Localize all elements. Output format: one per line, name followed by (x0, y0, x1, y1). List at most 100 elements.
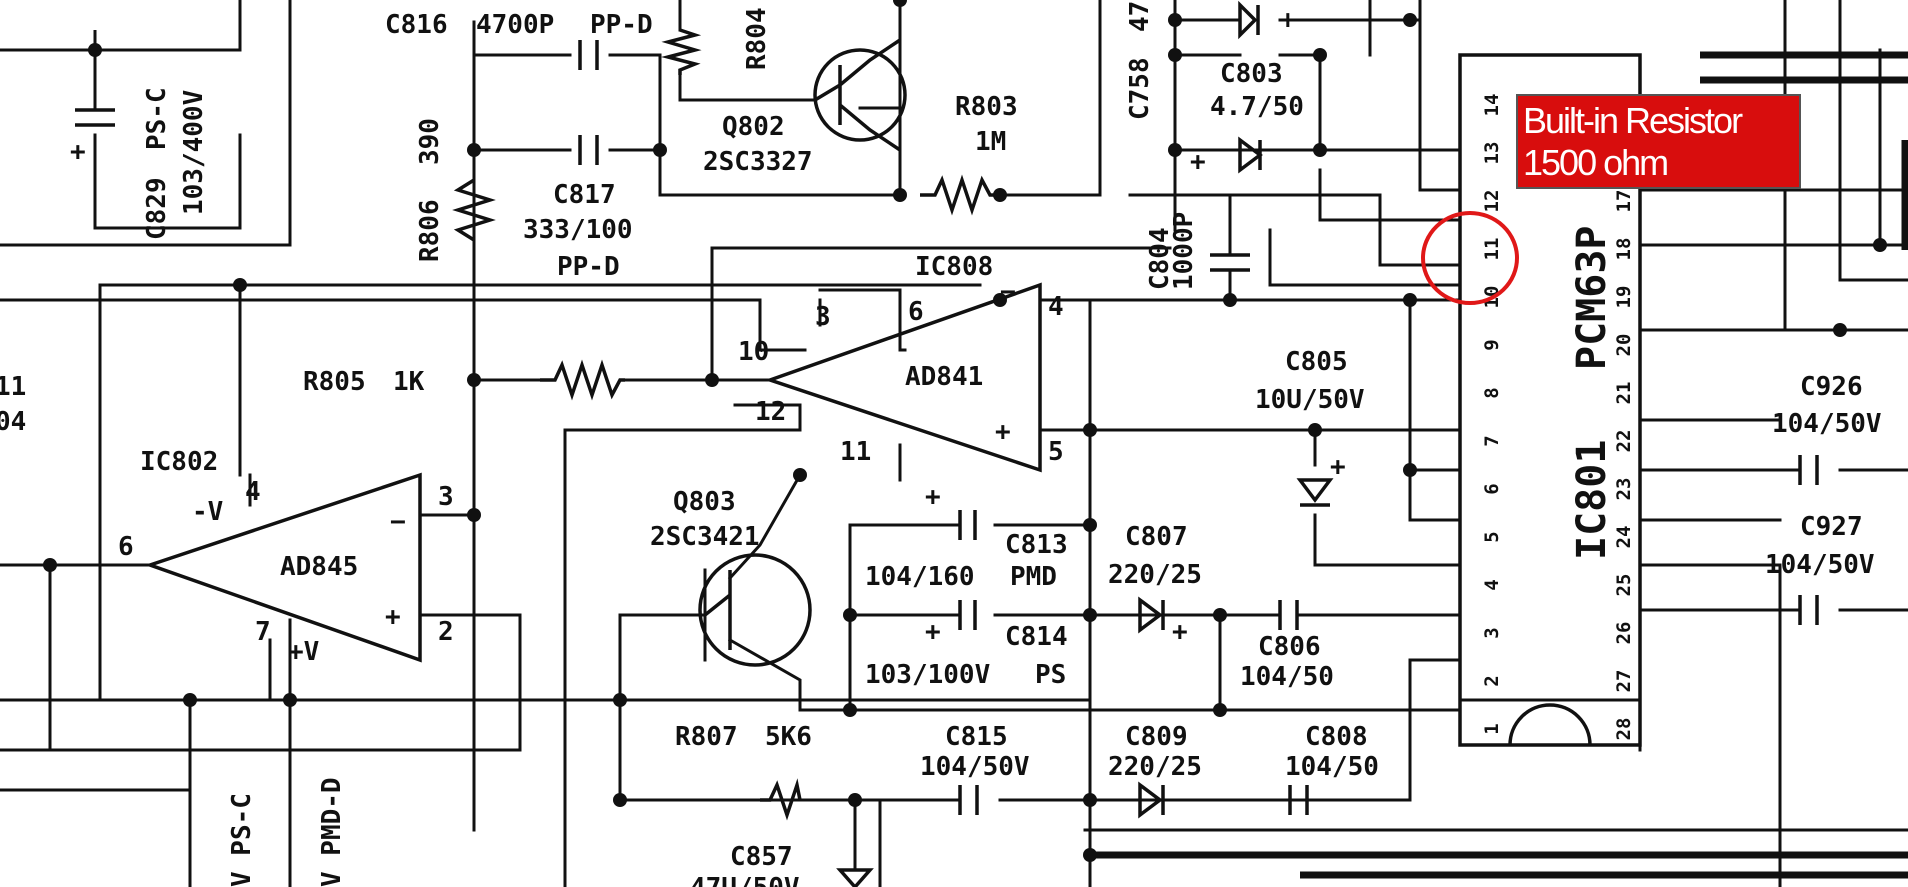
label-c805: C805 (1285, 347, 1348, 377)
ic801-pin-19: 19 (1613, 286, 1635, 309)
annotation-circle (1421, 211, 1519, 305)
annotation-callout: Built-in Resistor 1500 ohm (1421, 94, 1801, 305)
label-c803-value: 4.7/50 (1210, 92, 1304, 122)
label-r805: R805 (303, 367, 366, 397)
label-r803-value: 1M (975, 127, 1006, 157)
capacitor-c806 (1278, 600, 1299, 630)
label-c829: C829 (142, 177, 172, 240)
label-c816: C816 (385, 10, 448, 40)
label-c817-type: PP-D (557, 252, 620, 282)
capacitor-c857 (836, 798, 874, 887)
label-c809-value: 220/25 (1108, 752, 1202, 782)
ic801-pin-11: 11 (1481, 238, 1503, 261)
svg-text:+: + (925, 617, 941, 647)
label-ic801: IC801 (1569, 440, 1615, 560)
pin-ic802-4: 4 (245, 477, 261, 507)
pin-ic808-10: 10 (738, 337, 769, 367)
ic801-chip (1458, 53, 1642, 747)
label-bottom-left1: V PS-C (227, 793, 257, 887)
label-ic808-type: AD841 (905, 362, 983, 392)
ic801-pin-27: 27 (1613, 670, 1635, 693)
resistor-r807 (760, 778, 802, 821)
opamp-ic808: − + (764, 277, 1042, 473)
label-c808: C808 (1305, 722, 1368, 752)
ic801-pin-6: 6 (1481, 483, 1503, 494)
svg-text:+: + (1172, 617, 1188, 647)
label-c805-value: 10U/50V (1255, 385, 1365, 415)
label-c806-value: 104/50 (1240, 662, 1334, 692)
pin-ic808-3: 3 (815, 302, 831, 332)
label-c815-value: 104/50V (920, 752, 1030, 782)
resistor-r805 (540, 359, 625, 401)
label-c804-value: 1000P (1169, 212, 1199, 290)
resistor-r804 (661, 28, 702, 75)
pin-ic802-2: 2 (438, 617, 454, 647)
label-c758-value: 47 (1125, 1, 1155, 32)
svg-text:+: + (1190, 147, 1206, 177)
ic801-pin-20: 20 (1613, 334, 1635, 357)
transistor-q803 (698, 553, 812, 667)
label-c813-type: PMD (1010, 562, 1057, 592)
capacitor-c809 (1138, 781, 1165, 819)
label-c927-value: 104/50V (1765, 550, 1875, 580)
label-c816-value: 4700P (476, 10, 554, 40)
pin-ic808-11: 11 (840, 437, 871, 467)
label-c803: C803 (1220, 59, 1283, 89)
ic801-pin-8: 8 (1481, 387, 1503, 398)
ic801-pin-14: 14 (1481, 94, 1503, 117)
label-r803: R803 (955, 92, 1018, 122)
label-ic801-type: PCM63P (1569, 226, 1615, 371)
ic801-pin-numbers: 1413121110987654321151617181920212223242… (1481, 94, 1635, 741)
ic801-pin-21: 21 (1613, 382, 1635, 405)
capacitor-c817 (578, 135, 599, 165)
label-c813: C813 (1005, 530, 1068, 560)
label-pos-v: +V (288, 637, 319, 667)
capacitor-c804 (1210, 223, 1250, 287)
ic801-pin-12: 12 (1481, 190, 1503, 213)
thick-bus-lines (1085, 51, 1908, 879)
pin-ic802-3: 3 (438, 482, 454, 512)
svg-text:+: + (995, 417, 1011, 447)
ic801-pin-26: 26 (1613, 622, 1635, 645)
label-c813-value: 104/160 (865, 562, 975, 592)
label-c814-value: 103/100V (865, 660, 990, 690)
label-q802-type: 2SC3327 (703, 147, 813, 177)
svg-text:−: − (390, 507, 406, 537)
annotation-line1: Built-in Resistor (1523, 100, 1743, 141)
ic801-pin-2: 2 (1481, 675, 1503, 686)
ic801-pin-13: 13 (1481, 142, 1503, 165)
annotation-line2: 1500 ohm (1523, 142, 1667, 183)
label-c816-type: PP-D (590, 10, 653, 40)
label-edge-04: 04 (0, 407, 26, 437)
capacitor-c926 (1798, 455, 1819, 485)
capacitor-c758: + (1238, 0, 1296, 40)
label-neg-v: -V (192, 497, 223, 527)
ic801-pin-5: 5 (1481, 531, 1503, 542)
capacitor-c829: + (70, 108, 115, 167)
svg-text:+: + (70, 137, 86, 167)
label-c926: C926 (1800, 372, 1863, 402)
pin-numbers: 3 6 4 10 12 11 5 4 3 6 7 2 (118, 292, 1064, 647)
svg-text:+: + (925, 482, 941, 512)
pin-ic802-7: 7 (255, 617, 271, 647)
ic801-pin-17: 17 (1613, 190, 1635, 213)
label-c814-type: PS (1035, 660, 1066, 690)
capacitor-c815 (958, 785, 979, 815)
resistor-r806 (452, 178, 496, 242)
label-ic808: IC808 (915, 252, 993, 282)
capacitor-c813: + (925, 482, 977, 540)
ic801-pin-4: 4 (1481, 579, 1503, 590)
label-c857-value: 47U/50V (690, 873, 800, 887)
label-r807-value: 5K6 (765, 722, 812, 752)
svg-text:+: + (1330, 452, 1346, 482)
ic801-pin-1: 1 (1481, 723, 1503, 734)
ic801-pin-23: 23 (1613, 478, 1635, 501)
svg-text:+: + (1280, 5, 1296, 35)
pin-ic808-5: 5 (1048, 437, 1064, 467)
label-c814: C814 (1005, 622, 1068, 652)
ic801-pin-9: 9 (1481, 339, 1503, 350)
ic801-pin-24: 24 (1613, 526, 1635, 549)
svg-text:+: + (385, 602, 401, 632)
